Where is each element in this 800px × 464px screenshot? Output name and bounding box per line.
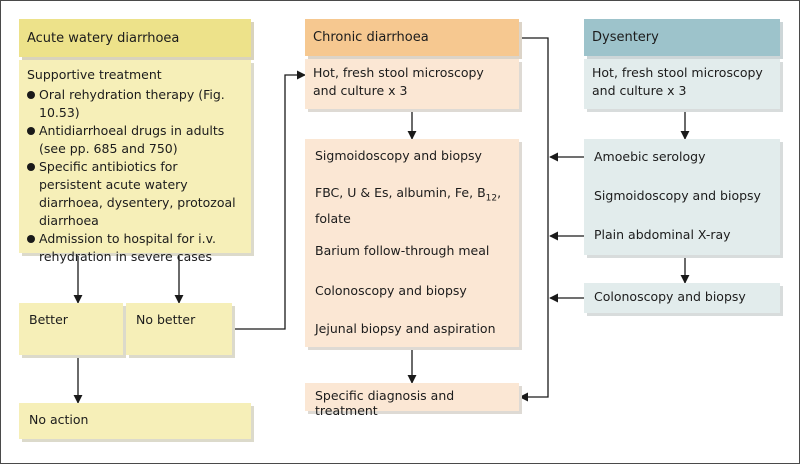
acute-bullet: Antidiarrhoeal drugs in adults (see pp. … (27, 122, 243, 158)
dysentery-microscopy-text: Hot, fresh stool microscopy and culture … (592, 65, 763, 98)
investigation-barium: Barium follow-through meal (315, 243, 490, 258)
arrow-chronic-header-to-outcome (519, 37, 549, 402)
no-better-label: No better (136, 312, 196, 327)
outcome-text: Specific diagnosis and treatment (315, 388, 455, 418)
better-label: Better (29, 312, 68, 327)
acute-header: Acute watery diarrhoea (19, 19, 251, 57)
bloods-comma: , (497, 185, 502, 200)
bloods-text: FBC, U & Es, albumin, Fe, B (315, 185, 486, 200)
chronic-header: Chronic diarrhoea (305, 19, 519, 56)
chronic-microscopy-text: Hot, fresh stool microscopy and culture … (313, 65, 484, 98)
acute-bullet: Specific antibiotics for persistent acut… (27, 158, 243, 230)
acute-treatment-box: Supportive treatment Oral rehydration th… (19, 60, 251, 264)
acute-bullet: Oral rehydration therapy (Fig. 10.53) (27, 86, 243, 122)
dysentery-title: Dysentery (592, 30, 659, 45)
chronic-microscopy-box: Hot, fresh stool microscopy and culture … (305, 59, 519, 109)
dysentery-colonoscopy-text: Colonoscopy and biopsy (594, 289, 746, 304)
bloods-subscript: 12 (485, 193, 498, 204)
dysentery-microscopy-box: Hot, fresh stool microscopy and culture … (584, 59, 780, 109)
dysentery-test-sigmoidoscopy: Sigmoidoscopy and biopsy (594, 188, 761, 203)
acute-bullet: Admission to hospital for i.v. rehydrati… (27, 230, 243, 266)
investigation-jejunal: Jejunal biopsy and aspiration (315, 321, 496, 336)
no-action-label: No action (29, 412, 89, 427)
investigation-bloods: FBC, U & Es, albumin, Fe, B12, folate (315, 183, 513, 228)
acute-bullet-list: Oral rehydration therapy (Fig. 10.53) An… (27, 86, 243, 266)
chronic-investigations-box: Sigmoidoscopy and biopsy FBC, U & Es, al… (305, 139, 519, 347)
dysentery-test-xray: Plain abdominal X-ray (594, 227, 731, 242)
investigation-sigmoidoscopy: Sigmoidoscopy and biopsy (315, 148, 482, 163)
chronic-title: Chronic diarrhoea (313, 30, 429, 45)
dysentery-colonoscopy-box: Colonoscopy and biopsy (584, 283, 780, 313)
acute-intro: Supportive treatment (27, 67, 162, 82)
dysentery-test-serology: Amoebic serology (594, 149, 706, 164)
arrow-no-better-to-chronic (233, 70, 306, 330)
no-action-box: No action (19, 403, 251, 439)
better-box: Better (19, 303, 123, 355)
investigation-colonoscopy: Colonoscopy and biopsy (315, 283, 467, 298)
dysentery-tests-box: Amoebic serology Sigmoidoscopy and biops… (584, 139, 780, 255)
no-better-box: No better (126, 303, 232, 355)
dysentery-header: Dysentery (584, 19, 780, 56)
outcome-box: Specific diagnosis and treatment (305, 383, 519, 418)
acute-title: Acute watery diarrhoea (27, 30, 180, 46)
bloods-line2: folate (315, 210, 351, 226)
